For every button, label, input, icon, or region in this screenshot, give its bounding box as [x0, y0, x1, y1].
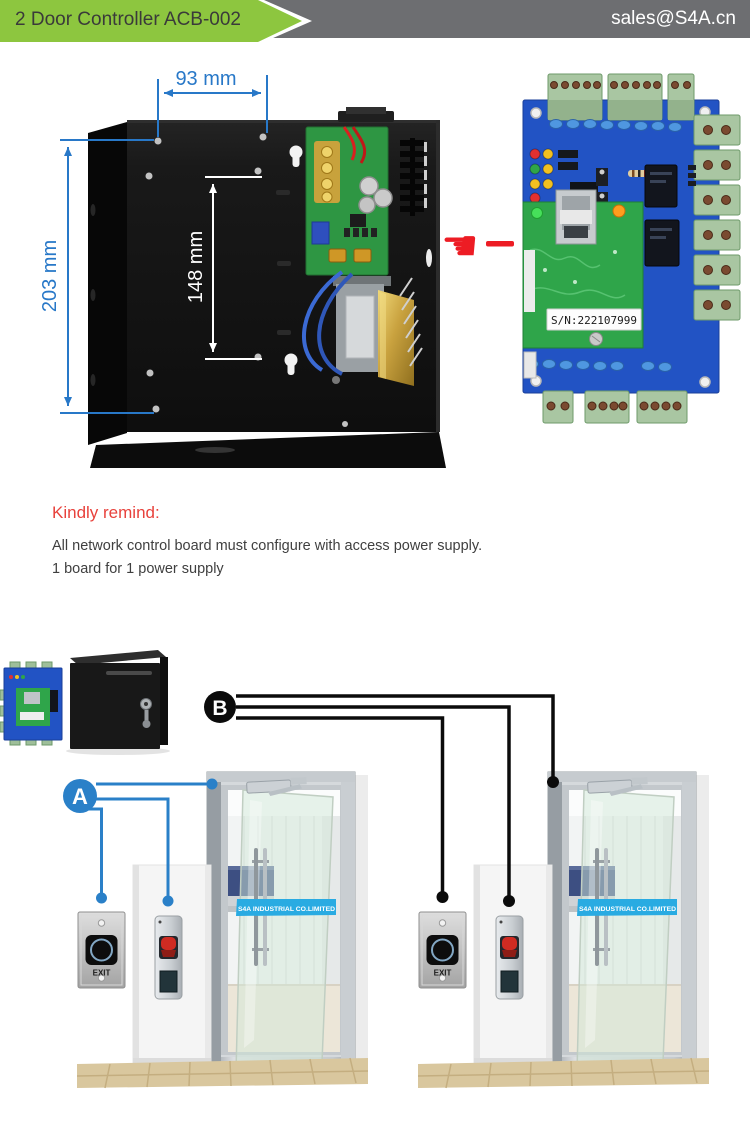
label-a-badge	[63, 779, 97, 813]
remind-line1: All network control board must configure…	[52, 538, 483, 554]
label-b: B	[212, 697, 227, 720]
cabinet-lock	[140, 698, 152, 728]
link-led	[531, 207, 543, 219]
header-chevron	[0, 0, 302, 42]
remind-heading: Kindly remind:	[52, 503, 160, 522]
wiring-a: A	[63, 778, 218, 907]
label-b-badge	[204, 691, 236, 723]
fingerprint-reader	[154, 915, 183, 1000]
exit-button: EXIT	[77, 911, 126, 989]
dimension-annotations: 93 mm 203 mm 148 mm	[39, 68, 268, 414]
power-box-thumbnail	[66, 650, 170, 755]
remind-line2: 1 board for 1 power supply	[52, 561, 224, 577]
serial-label	[546, 308, 642, 331]
controller-board-photo: S/N:222107999	[522, 73, 741, 424]
wiring-b: B	[204, 691, 559, 907]
mounting-screws	[145, 133, 348, 427]
page-title: 2 Door Controller ACB-002	[15, 9, 241, 30]
keyhole-slots	[284, 145, 303, 375]
contact-email[interactable]: sales@S4A.cn	[611, 8, 736, 29]
floor-tiles	[76, 1057, 369, 1089]
door-closer	[246, 777, 307, 796]
fingerprint-sensor	[161, 937, 176, 950]
power-supply-pcb	[305, 126, 393, 276]
touch-sensor-ring	[90, 938, 113, 962]
terminal-blocks-top	[547, 73, 695, 121]
network-module: S/N:222107999	[522, 189, 644, 349]
door-scene-left: S4A INDUSTRIAL CO.LIMITED	[76, 771, 369, 1089]
door-scene-right	[417, 771, 710, 1089]
serial-number: S/N:222107999	[551, 314, 637, 327]
dim-width-label: 93 mm	[175, 68, 236, 90]
controller-board-thumbnail	[0, 661, 63, 746]
dim-inner-label: 148 mm	[185, 231, 207, 303]
label-a: A	[72, 784, 88, 809]
header-bar: 2 Door Controller ACB-002 sales@S4A.cn	[0, 0, 750, 42]
status-leds	[529, 148, 554, 204]
svg-text:☚: ☚	[441, 222, 479, 269]
door-banner-text: S4A INDUSTRIAL CO.LIMITED	[238, 906, 335, 913]
remind-block: Kindly remind: All network control board…	[52, 503, 652, 584]
board-components	[523, 119, 696, 379]
heatsink-vents	[399, 138, 432, 367]
pointer-hand-icon: ☚	[441, 222, 514, 269]
terminal-blocks-bottom	[542, 390, 688, 424]
door-banner	[236, 899, 336, 916]
power-led	[612, 204, 626, 218]
power-supply-box-photo	[88, 107, 446, 468]
terminal-blocks-right	[693, 114, 741, 321]
transformer	[302, 270, 414, 386]
dim-height-label: 203 mm	[39, 240, 61, 312]
relays	[644, 164, 680, 267]
exit-button-label: EXIT	[93, 969, 111, 978]
glass-door: S4A INDUSTRIAL CO.LIMITED	[235, 789, 336, 1073]
